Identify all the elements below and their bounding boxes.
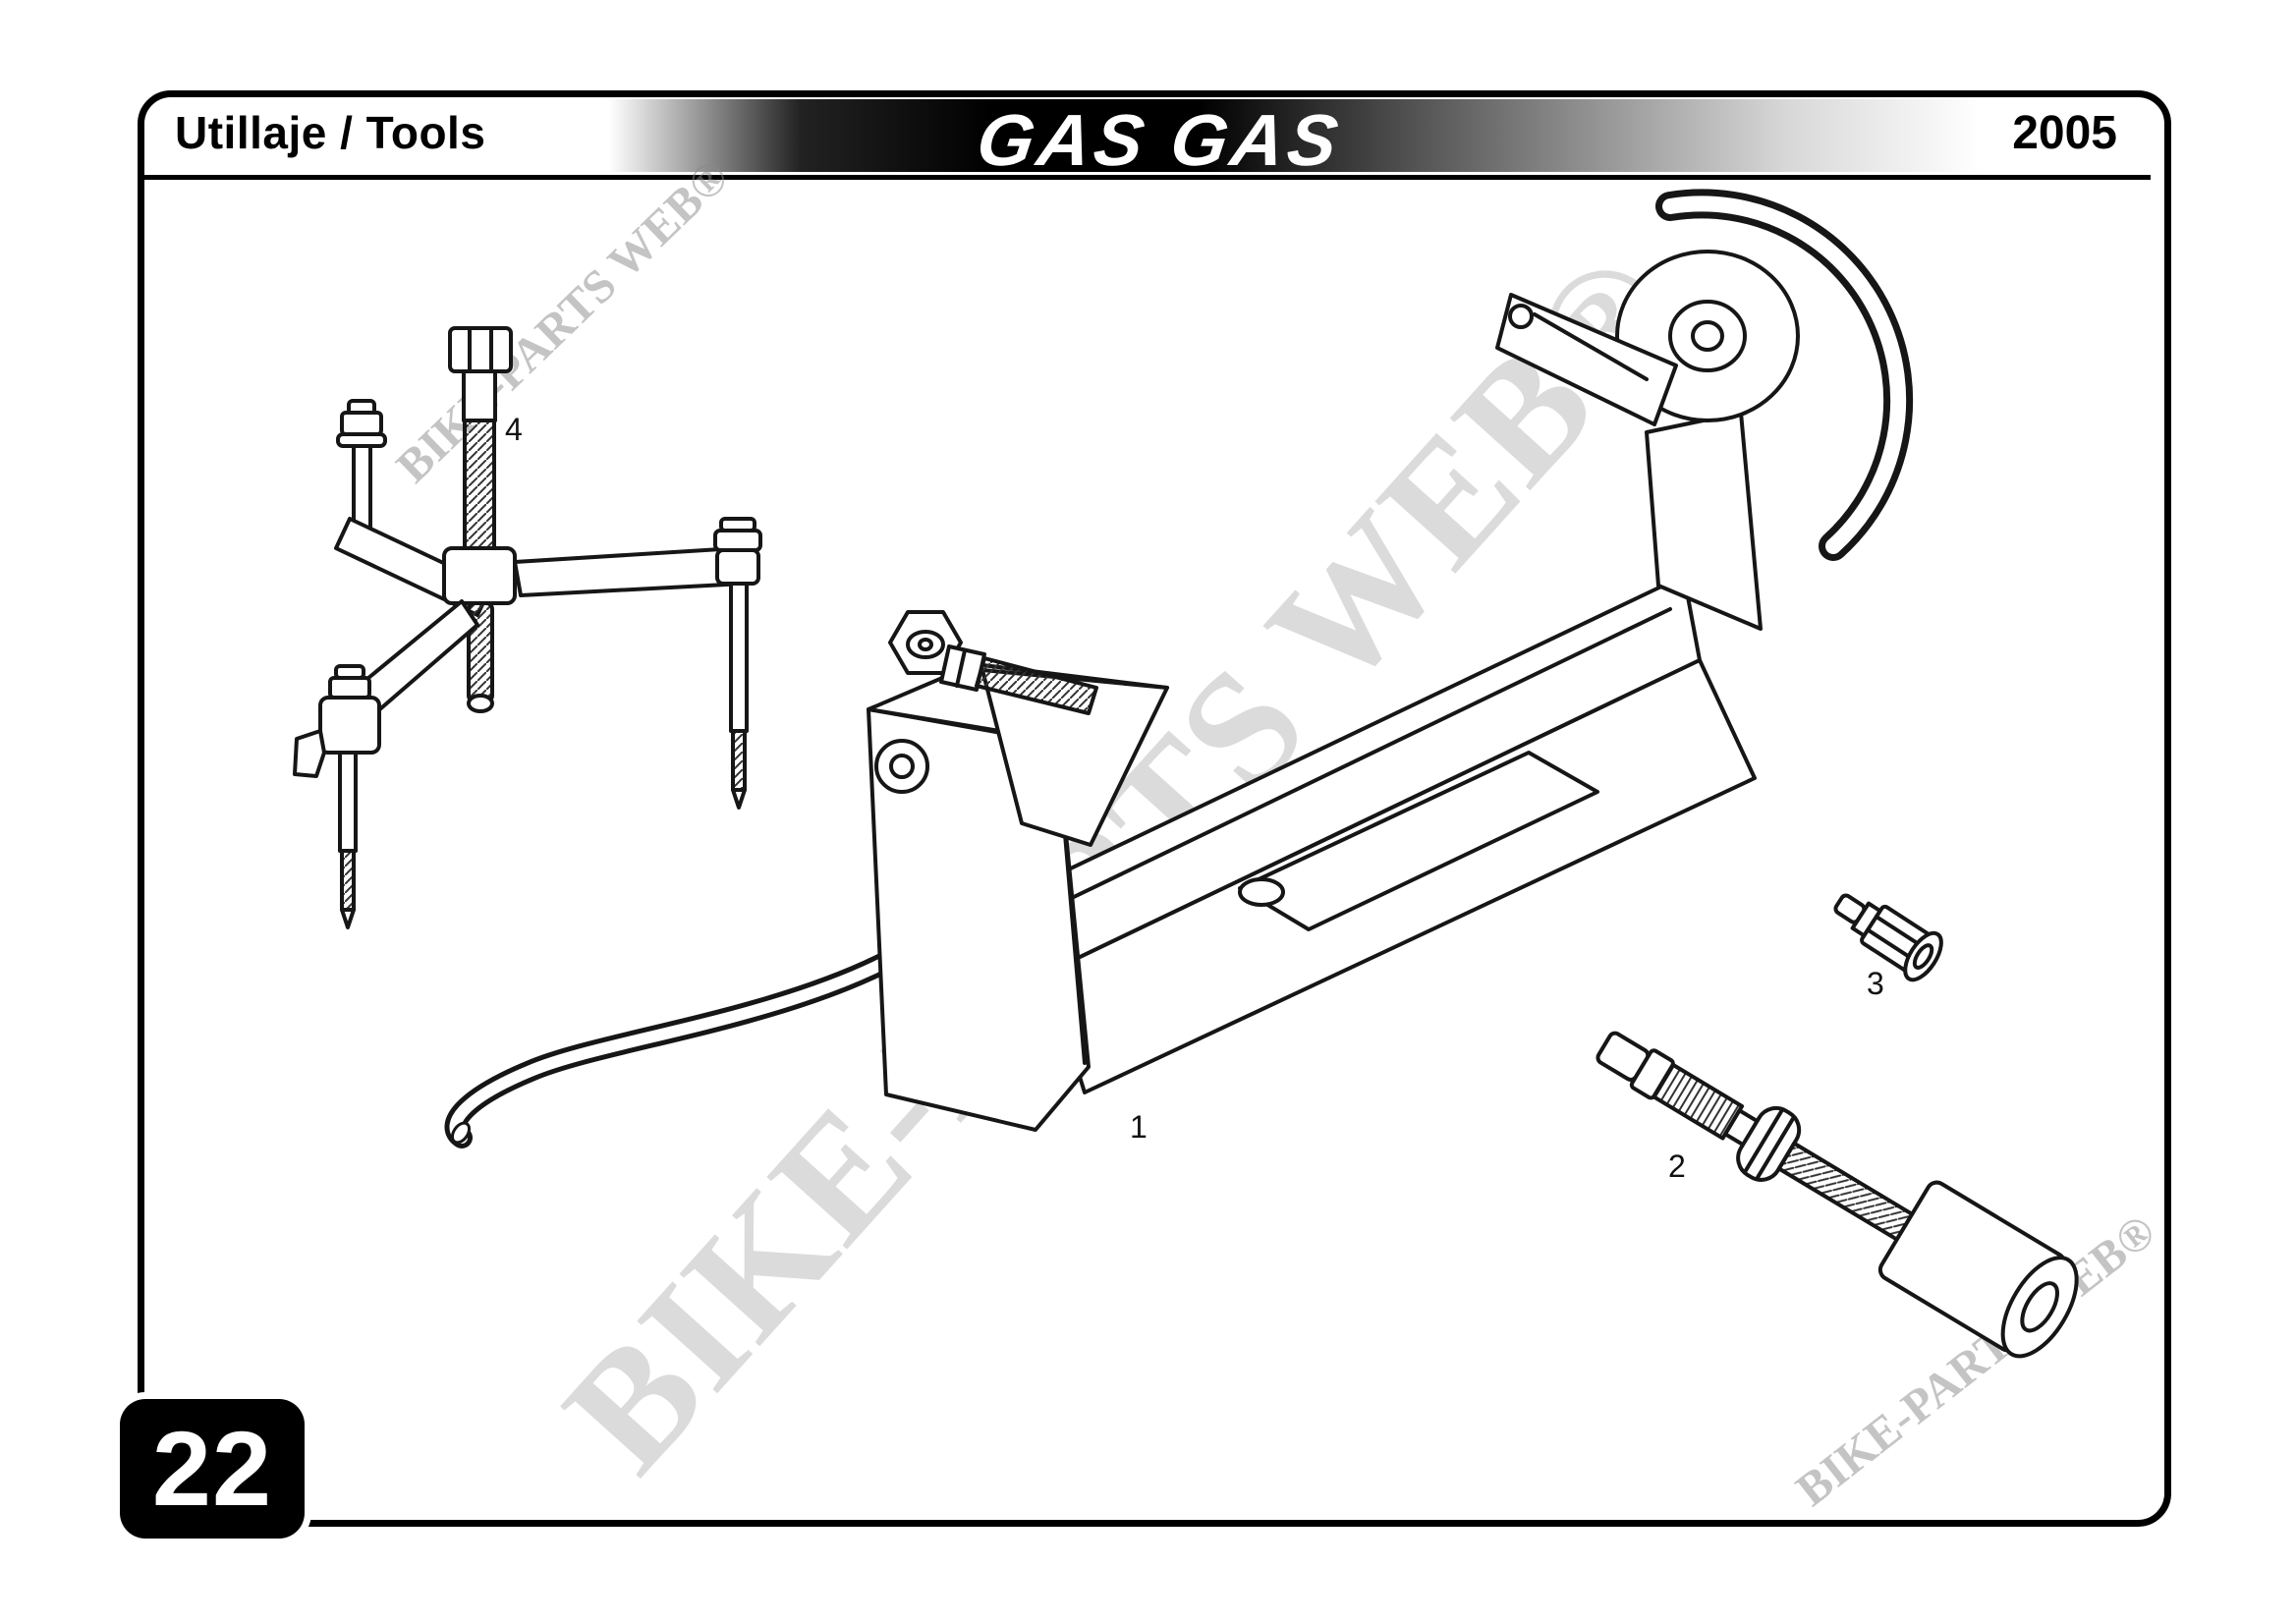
part-2-driver-shaft-drawing [1596,1031,2079,1359]
part-1-frame-tool-drawing [444,189,1914,1148]
callout-part-3: 3 [1867,966,1884,1001]
section-title: Utillaje / Tools [175,107,486,158]
callout-part-2: 2 [1668,1148,1686,1184]
part-callouts: 1 2 3 4 [505,412,1884,1184]
page-number: 22 [151,1409,273,1528]
page-number-box: 22 [120,1399,305,1539]
callout-part-4: 4 [505,412,523,447]
part-3-adapter-drawing [1833,893,1943,982]
catalog-year: 2005 [2012,107,2117,159]
brand-logo: GAS GAS [972,99,1347,181]
callout-part-1: 1 [1130,1109,1148,1145]
page-border [138,90,2171,1527]
part-4-puller-drawing [293,326,762,929]
header-gradient-band [609,99,2083,172]
